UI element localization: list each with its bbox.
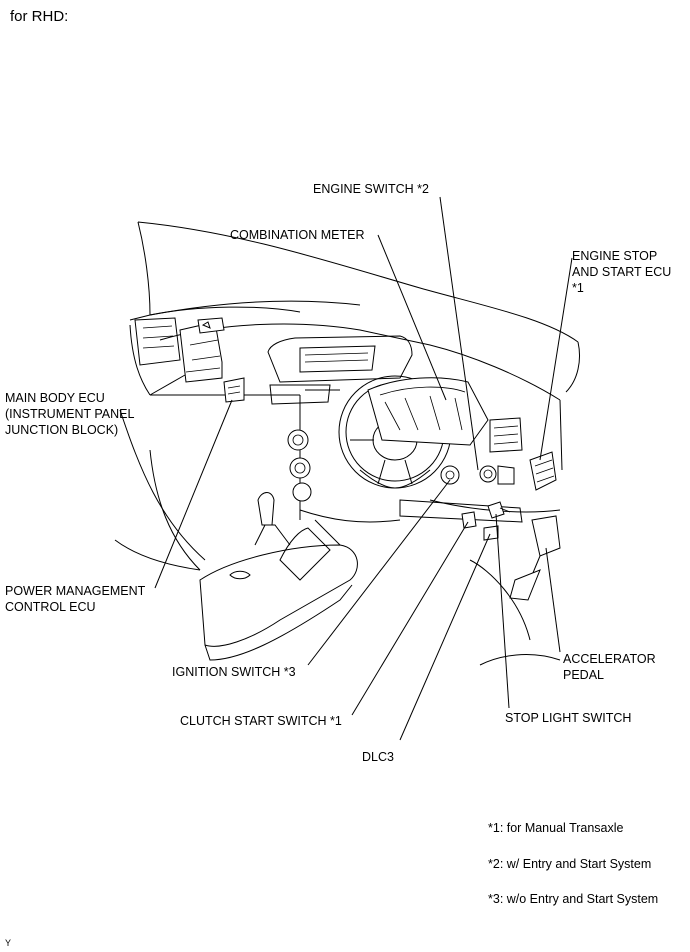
clutch-start-switch-part (461, 511, 477, 529)
stop-light-switch-part (487, 501, 511, 519)
label-line: JUNCTION BLOCK) (5, 423, 119, 437)
page-title: for RHD: (10, 8, 69, 25)
label-main-body-ecu: MAIN BODY ECU (INSTRUMENT PANEL JUNCTION… (5, 390, 134, 438)
main-body-ecu-part (179, 317, 225, 383)
label-line: ACCELERATOR (563, 652, 656, 666)
power-management-ecu-part (223, 377, 245, 403)
center-console (199, 492, 358, 661)
ignition-switch-part (440, 465, 460, 485)
label-accelerator-pedal: ACCELERATOR PEDAL (563, 651, 656, 683)
label-power-management-ecu: POWER MANAGEMENT CONTROL ECU (5, 583, 145, 615)
label-combination-meter: COMBINATION METER (230, 228, 365, 242)
label-line: CONTROL ECU (5, 600, 96, 614)
footnote-3: *3: w/o Entry and Start System (488, 892, 659, 906)
leader-lines (149, 196, 573, 741)
engine-stop-start-ecu-part (529, 451, 557, 491)
label-clutch-start-switch: CLUTCH START SWITCH *1 (180, 714, 342, 728)
footnote-2: *2: w/ Entry and Start System (488, 857, 652, 871)
label-line: (INSTRUMENT PANEL (5, 407, 135, 421)
label-line: MAIN BODY ECU (5, 391, 105, 405)
engine-switch-part (479, 465, 515, 485)
dashboard-outline (114, 221, 580, 571)
footnote-1: *1: for Manual Transaxle (488, 821, 624, 835)
combination-meter-part (367, 377, 489, 446)
label-dlc3: DLC3 (362, 750, 394, 764)
label-line: ENGINE STOP (572, 249, 658, 263)
label-line: AND START ECU (572, 265, 672, 279)
label-stop-light-switch: STOP LIGHT SWITCH (505, 711, 632, 725)
accelerator-pedal-part (469, 515, 561, 666)
label-line: PEDAL (563, 668, 604, 682)
label-line: POWER MANAGEMENT (5, 584, 146, 598)
dlc3-part (483, 525, 499, 541)
label-engine-stop-start-ecu: ENGINE STOP AND START ECU *1 (572, 248, 671, 296)
label-ignition-switch: IGNITION SWITCH *3 (172, 665, 296, 679)
label-line: *1 (572, 281, 584, 295)
label-engine-switch: ENGINE SWITCH *2 (313, 182, 429, 196)
corner-mark: Y (5, 938, 12, 948)
